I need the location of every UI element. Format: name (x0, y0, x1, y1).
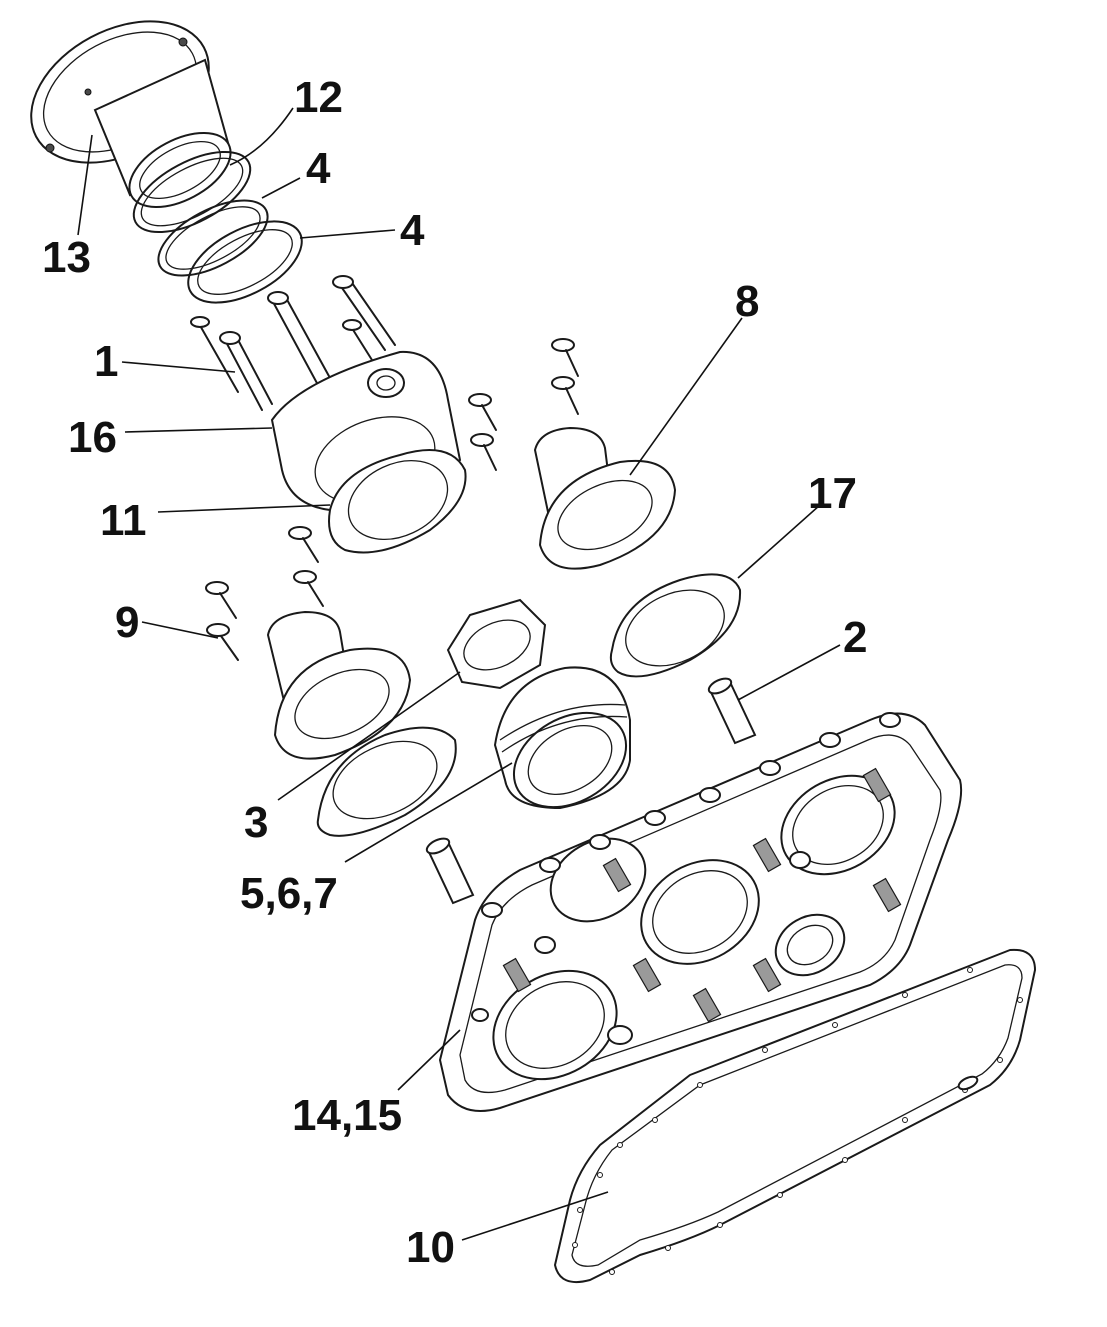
part-2-dowel-pin (707, 677, 757, 745)
callout-13: 13 (42, 233, 91, 282)
callout-4-lower: 4 (400, 206, 425, 255)
callout-8: 8 (735, 277, 759, 326)
leader-9 (141, 621, 219, 639)
leader-10 (461, 1191, 609, 1241)
leader-11 (157, 504, 331, 513)
leader-lines (77, 107, 841, 1241)
part-13-flange-housing (30, 20, 232, 208)
leader-13 (77, 134, 93, 236)
leader-1415 (397, 1029, 461, 1091)
callout-1: 1 (94, 337, 118, 386)
part-17-gasket (609, 573, 742, 678)
callout-12: 12 (294, 73, 343, 122)
part-14-15-valve-plate (438, 712, 963, 1112)
callout-9: 9 (115, 598, 139, 647)
leader-1 (121, 361, 236, 373)
part-12-seal-ring (132, 150, 252, 234)
leader-12 (229, 107, 294, 166)
leader-17 (737, 504, 821, 579)
part-8-upper-cover (533, 426, 677, 570)
leader-3 (277, 671, 461, 801)
callout-5-6-7: 5,6,7 (240, 869, 338, 918)
part-3-castle-nut (446, 598, 547, 690)
part-11-gasket (328, 449, 467, 554)
part-9-bolts (205, 526, 324, 661)
part-4-o-ring-lower (187, 220, 303, 304)
callout-16: 16 (68, 413, 117, 462)
leader-16 (124, 427, 273, 433)
leader-8 (629, 317, 743, 476)
part-4-o-ring-upper (157, 199, 269, 277)
callout-14-15: 14,15 (292, 1091, 402, 1140)
callout-11: 11 (100, 496, 147, 545)
callout-2: 2 (843, 613, 867, 662)
callout-4-upper: 4 (306, 144, 331, 193)
leader-4b (299, 229, 396, 239)
small-bolts-center (468, 338, 579, 471)
lower-left-cover (266, 610, 412, 760)
leader-4a (261, 177, 301, 199)
part-5-6-7-piston-assembly (493, 666, 631, 810)
part-1-long-bolts (190, 275, 396, 411)
callout-3: 3 (244, 798, 268, 847)
callout-10: 10 (406, 1223, 455, 1272)
dowel-pin-lower (425, 837, 475, 905)
part-10-gasket (554, 948, 1036, 1284)
callout-17: 17 (808, 469, 857, 518)
callout-labels: 13 12 4 4 8 1 16 11 17 9 2 3 5,6,7 14,15… (42, 73, 867, 1272)
leader-2 (737, 644, 841, 701)
lower-left-gasket (316, 726, 457, 837)
leader-567 (344, 762, 513, 863)
